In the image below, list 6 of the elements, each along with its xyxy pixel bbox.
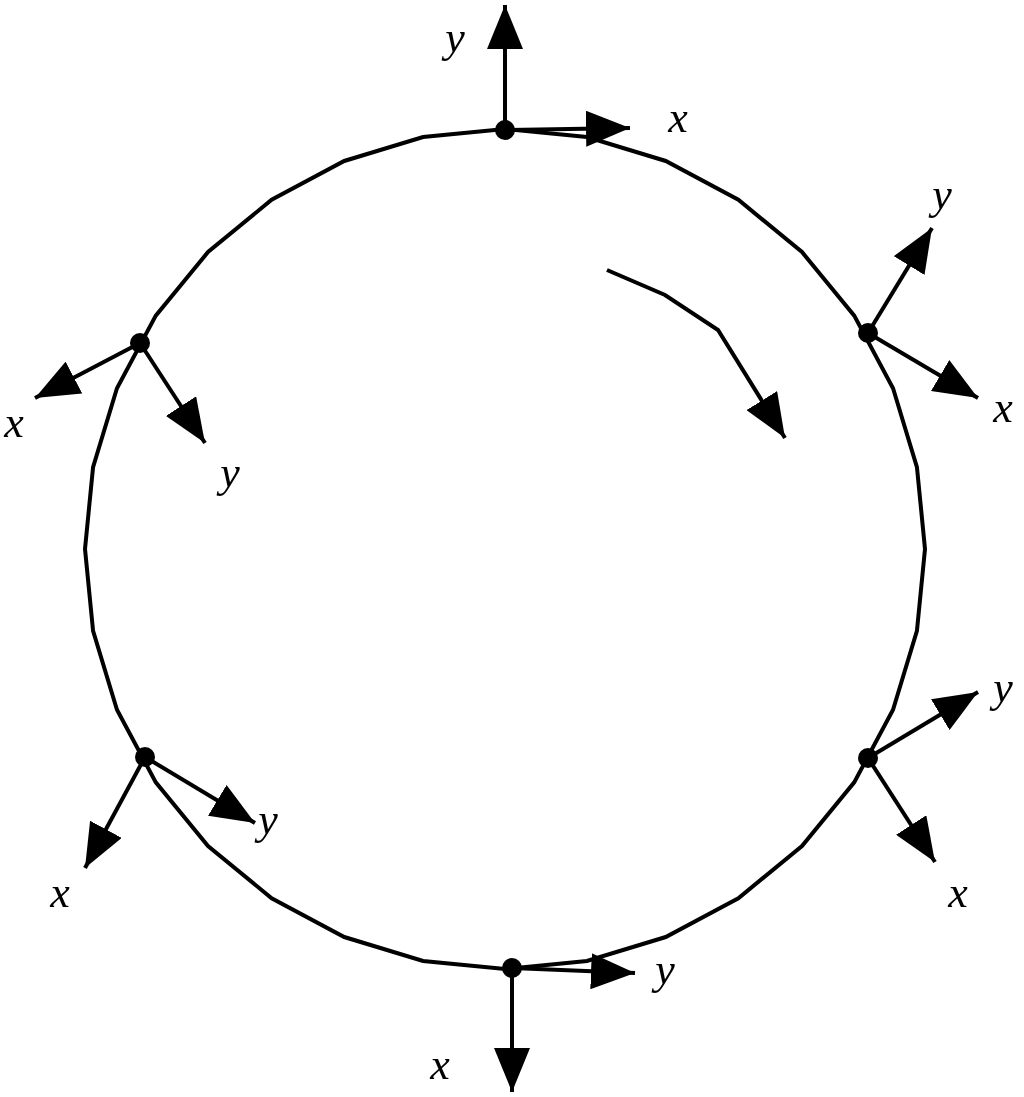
axis-label: x [948,871,968,915]
axis-label: x [4,401,24,445]
axis-label: x [993,386,1013,430]
axis-label: x [668,96,688,140]
axis-label: x [430,1043,450,1087]
axis-label: x [50,871,70,915]
